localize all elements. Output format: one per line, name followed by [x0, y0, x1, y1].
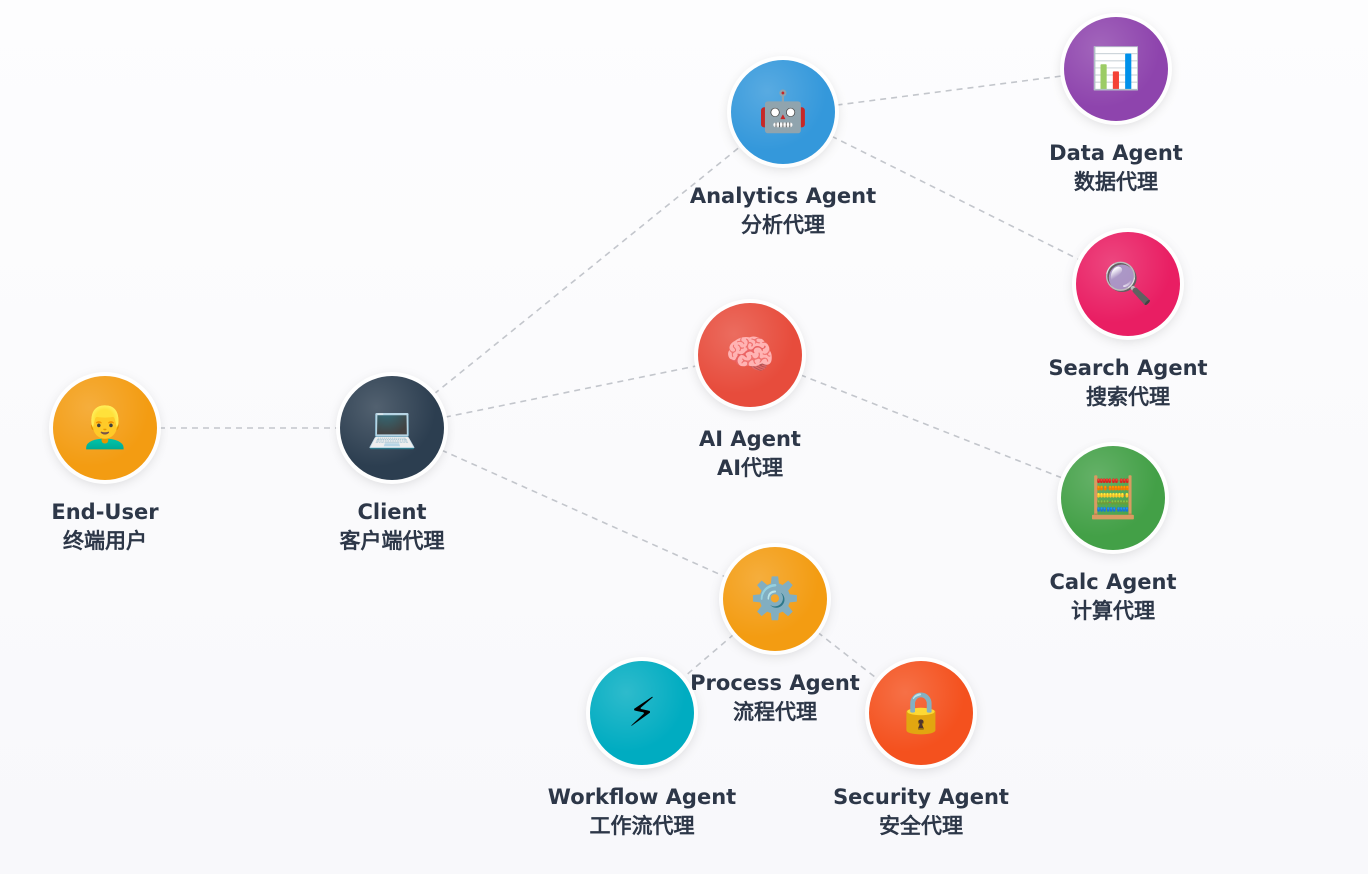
node-security-agent-name: Security Agent	[833, 785, 1009, 809]
magnifier-icon: 🔍	[1103, 261, 1153, 307]
node-search-agent-name: Search Agent	[1048, 356, 1208, 380]
node-workflow-agent-name: Workflow Agent	[547, 785, 737, 809]
gear-icon: ⚙️	[750, 576, 800, 622]
node-end-user-circle[interactable]: 👱‍♂️	[53, 376, 157, 480]
node-ai-agent-name: AI Agent	[699, 427, 801, 451]
node-search-agent-circle[interactable]: 🔍	[1076, 232, 1180, 336]
brain-icon: 🧠	[725, 332, 775, 378]
lock-icon: 🔒	[896, 690, 946, 736]
edge-analytics-search	[830, 135, 1081, 261]
lightning-icon: ⚡	[627, 690, 657, 736]
node-search-agent-sub: 搜索代理	[1086, 385, 1170, 409]
edge-client-ai	[444, 365, 698, 418]
node-client-sub: 客户端代理	[339, 529, 445, 553]
node-workflow-agent-circle[interactable]: ⚡	[590, 661, 694, 765]
node-calc-agent-circle[interactable]: 🧮	[1061, 446, 1165, 550]
edge-analytics-data	[836, 75, 1063, 106]
node-calc-agent-name: Calc Agent	[1049, 570, 1177, 594]
node-workflow-agent-sub: 工作流代理	[589, 814, 695, 838]
edge-process-security	[817, 631, 879, 681]
node-security-agent-sub: 安全代理	[879, 814, 963, 838]
node-data-agent-circle[interactable]: 📊	[1064, 17, 1168, 121]
node-process-agent-circle[interactable]: ⚙️	[723, 547, 827, 651]
node-end-user-name: End-User	[51, 500, 159, 524]
node-analytics-agent-circle[interactable]: 🤖	[731, 60, 835, 164]
node-calc-agent-sub: 计算代理	[1071, 599, 1155, 623]
node-ai-agent-circle[interactable]: 🧠	[698, 303, 802, 407]
laptop-icon: 💻	[367, 405, 417, 451]
robot-icon: 🤖	[758, 89, 808, 135]
bar-chart-icon: 📊	[1091, 46, 1141, 92]
edge-ai-calc	[799, 374, 1064, 479]
node-data-agent-name: Data Agent	[1049, 141, 1183, 165]
node-client-circle[interactable]: 💻	[340, 376, 444, 480]
node-end-user-sub: 终端用户	[63, 529, 147, 553]
node-process-agent-sub: 流程代理	[733, 700, 817, 724]
node-data-agent-sub: 数据代理	[1074, 170, 1158, 194]
node-process-agent-name: Process Agent	[690, 671, 860, 695]
node-security-agent-circle[interactable]: 🔒	[869, 661, 973, 765]
person-icon: 👱‍♂️	[80, 405, 130, 451]
edge-process-workflow	[682, 633, 735, 679]
edge-client-process	[440, 449, 727, 578]
node-analytics-agent-name: Analytics Agent	[689, 184, 877, 208]
node-ai-agent-sub: AI代理	[716, 456, 784, 480]
node-client-name: Client	[357, 500, 427, 524]
abacus-icon: 🧮	[1088, 475, 1138, 521]
node-analytics-agent-sub: 分析代理	[741, 213, 825, 237]
